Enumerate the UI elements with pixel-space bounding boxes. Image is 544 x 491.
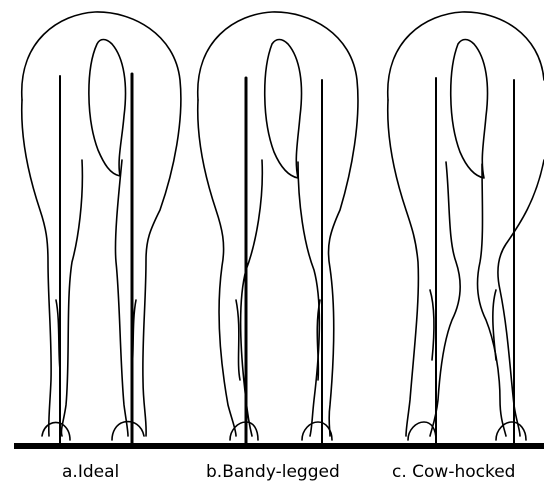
horse-hindquarters-bandy-legged <box>198 12 358 440</box>
ground-line <box>14 443 544 449</box>
caption-bandy-legged: b.Bandy-legged <box>206 462 340 482</box>
horse-hindquarters-ideal <box>22 12 181 440</box>
caption-cow-hocked: c. Cow-hocked <box>392 462 515 482</box>
caption-ideal: a.Ideal <box>62 462 119 482</box>
horse-hindquarters-cow-hocked <box>388 12 544 440</box>
